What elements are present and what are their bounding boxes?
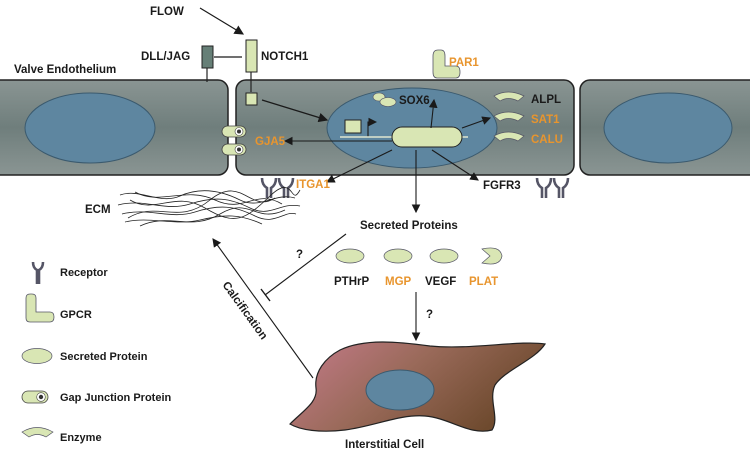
gja5-label: GJA5 — [255, 136, 286, 148]
sox6-icon — [372, 92, 397, 107]
pthrp-protein-icon — [335, 248, 365, 264]
valve-endothelium-label: Valve Endothelium — [14, 64, 116, 76]
pthrp-label: PTHrP — [334, 276, 369, 288]
alpl-label: ALPL — [531, 94, 561, 106]
plat-label: PLAT — [469, 276, 498, 288]
interstitial-cell-label: Interstitial Cell — [345, 439, 424, 451]
target-gene — [391, 126, 463, 148]
gja5-gap-junction-icon — [221, 125, 247, 156]
itga1-arrow — [326, 149, 393, 183]
par1-arrow — [428, 98, 438, 129]
calu-enzyme-icon — [493, 131, 525, 142]
legend: Receptor GPCR Secreted Protein Gap Junct… — [21, 261, 172, 444]
legend-secreted-protein-label: Secreted Protein — [60, 351, 148, 363]
vegf-protein-icon — [429, 248, 459, 264]
gpcr-icon — [25, 293, 55, 323]
calcification-label: Calcification — [220, 280, 270, 342]
nicd-arrow — [261, 99, 329, 123]
vegf-label: VEGF — [425, 276, 456, 288]
alpl-enzyme-icon — [493, 91, 525, 102]
enzyme-icon — [21, 427, 54, 438]
question-right: ? — [426, 309, 433, 321]
mgp-protein-icon — [383, 248, 413, 264]
gap-junction-protein-icon — [21, 390, 49, 404]
flow-arrow — [199, 7, 245, 35]
par1-label: PAR1 — [449, 57, 479, 69]
nucleus-left — [24, 92, 156, 164]
inhibition-bar — [260, 288, 271, 302]
receptor-icon — [31, 261, 45, 284]
sat1-label: SAT1 — [531, 114, 560, 126]
sat1-enzyme-icon — [493, 111, 525, 122]
legend-enzyme-label: Enzyme — [60, 432, 102, 444]
enzyme-arrow — [461, 116, 492, 129]
notch1-intracellular-domain — [245, 92, 258, 106]
dll-jag-ligand — [201, 45, 214, 69]
itga1-receptor-icon — [260, 177, 295, 198]
interstitial-nucleus — [365, 369, 435, 411]
itga1-label: ITGA1 — [296, 179, 330, 191]
nucleus-right — [603, 92, 733, 164]
inhibition-line — [264, 233, 347, 296]
ecm-fibers — [117, 187, 301, 227]
legend-receptor-label: Receptor — [60, 267, 108, 279]
notch1-receptor — [245, 39, 258, 73]
calcification-arrow — [212, 238, 314, 379]
sox6-label: SOX6 — [399, 95, 430, 107]
mgp-label: MGP — [385, 276, 412, 288]
legend-gpcr-label: GPCR — [60, 309, 92, 321]
fgfr3-label: FGFR3 — [483, 180, 521, 192]
fgfr3-arrow — [431, 149, 479, 181]
flow-label: FLOW — [150, 6, 184, 18]
dll-jag-label: DLL/JAG — [141, 51, 190, 63]
secreted-protein-icon — [21, 348, 53, 364]
legend-gap-junction-label: Gap Junction Protein — [60, 392, 172, 404]
secreted-proteins-label: Secreted Proteins — [360, 220, 458, 232]
question-left: ? — [296, 249, 303, 261]
par1-gpcr-icon — [432, 49, 461, 79]
ecm-label: ECM — [85, 204, 111, 216]
fgfr3-receptor-icon — [535, 177, 570, 198]
notch1-label: NOTCH1 — [261, 51, 309, 63]
transcription-factor — [344, 119, 362, 134]
plat-enzyme-icon — [481, 247, 503, 265]
calu-label: CALU — [531, 134, 563, 146]
